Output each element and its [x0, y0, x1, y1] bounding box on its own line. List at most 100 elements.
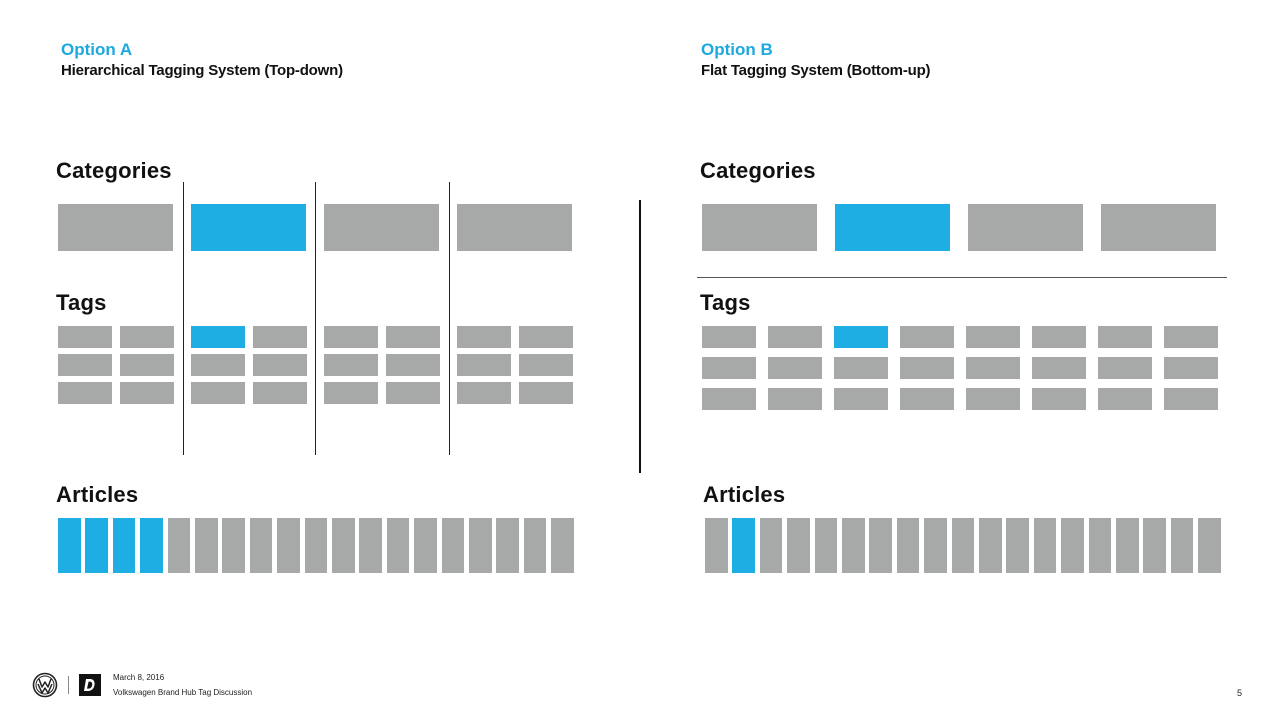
option-b-article-box — [1198, 518, 1221, 573]
option-a-tag-box — [191, 354, 245, 376]
option-a-tag-box — [120, 326, 174, 348]
option-b-tag-box — [966, 326, 1020, 348]
option-b-tag-box — [1098, 388, 1152, 410]
option-a-article-box — [414, 518, 437, 573]
option-b-articles-heading: Articles — [703, 482, 786, 507]
option-a-tag-box — [386, 354, 440, 376]
page-number: 5 — [1237, 688, 1243, 698]
option-b-tags-heading: Tags — [700, 290, 751, 315]
option-b-article-box — [1088, 518, 1112, 573]
option-a-tag-box — [58, 326, 112, 348]
option-b-article-box — [924, 518, 947, 573]
option-a-article-box — [58, 518, 81, 573]
option-b-title: Option B — [701, 40, 773, 59]
option-a-article-box — [277, 518, 300, 573]
option-b-article-box — [869, 518, 892, 573]
option-b-subtitle: Flat Tagging System (Bottom-up) — [701, 62, 931, 79]
option-b-tag-box — [1164, 388, 1218, 410]
option-b-article-box — [1170, 518, 1194, 573]
option-b-article-box — [1006, 518, 1029, 573]
option-a-article-box — [112, 518, 136, 573]
option-a-subtitle: Hierarchical Tagging System (Top-down) — [61, 62, 343, 79]
option-a-tag-box — [253, 326, 307, 348]
option-b-article-box — [732, 518, 755, 573]
option-b-tag-box — [900, 388, 954, 410]
options-divider — [639, 200, 641, 473]
option-b-tag-box — [1098, 357, 1152, 379]
option-b-tag-box — [702, 388, 756, 410]
option-b-tag-box — [966, 357, 1020, 379]
option-a-title: Option A — [61, 40, 133, 59]
option-a-group-divider — [315, 182, 316, 455]
option-b-tag-box — [702, 326, 756, 348]
option-b-tag-box — [900, 357, 954, 379]
option-b-article-box — [1143, 518, 1166, 573]
option-a-article-box — [195, 518, 218, 573]
option-a-categories-heading: Categories — [56, 158, 172, 183]
option-a-tag-box — [386, 326, 440, 348]
option-b-article-box — [759, 518, 783, 573]
option-b-article-box — [951, 518, 975, 573]
option-a-group-divider — [449, 182, 450, 455]
option-b-tag-box — [1032, 388, 1086, 410]
option-a-article-box — [332, 518, 355, 573]
option-b-article-box — [842, 518, 865, 573]
option-b-tag-box — [768, 326, 822, 348]
option-b-tag-box — [702, 357, 756, 379]
option-a-category-box — [324, 204, 439, 251]
footer-divider — [68, 676, 69, 694]
option-a-group-divider — [183, 182, 184, 455]
option-b-diagram — [640, 0, 1280, 640]
option-a-tag-box — [253, 354, 307, 376]
option-a-tag-box — [58, 354, 112, 376]
option-a-tag-box — [120, 354, 174, 376]
option-a-article-box — [222, 518, 245, 573]
option-a-article-box — [85, 518, 108, 573]
option-a-tag-box — [519, 326, 573, 348]
option-b-categories-heading: Categories — [700, 158, 816, 183]
option-a-tag-box — [519, 354, 573, 376]
option-b-tag-box — [1032, 326, 1086, 348]
option-b-category-box — [968, 204, 1083, 251]
option-a-article-box — [551, 518, 574, 573]
option-a-tag-box — [457, 326, 511, 348]
d-logo-icon — [79, 674, 101, 696]
option-b-category-box — [835, 204, 950, 251]
option-b-article-box — [787, 518, 810, 573]
option-a-tag-box — [324, 354, 378, 376]
option-b-tag-box — [1164, 326, 1218, 348]
option-a-tag-box — [120, 382, 174, 404]
option-a-article-box — [167, 518, 191, 573]
option-a-tag-box — [324, 382, 378, 404]
option-b-tag-box — [834, 357, 888, 379]
option-a-article-box — [304, 518, 328, 573]
option-a-tag-box — [191, 326, 245, 348]
footer-date: March 8, 2016 — [113, 673, 165, 682]
option-b-tag-box — [768, 388, 822, 410]
option-a-tag-box — [191, 382, 245, 404]
option-b-tag-box — [1164, 357, 1218, 379]
option-a-article-box — [359, 518, 382, 573]
option-a-tag-box — [457, 354, 511, 376]
option-a-article-box — [523, 518, 547, 573]
option-b-tag-box — [834, 326, 888, 348]
vw-logo-icon — [32, 672, 58, 698]
option-b-tag-box — [834, 388, 888, 410]
option-b-article-box — [896, 518, 920, 573]
option-a-category-box — [457, 204, 572, 251]
option-b-tag-box — [966, 388, 1020, 410]
option-b-tag-box — [768, 357, 822, 379]
option-a-category-box — [191, 204, 306, 251]
option-a-article-box — [249, 518, 273, 573]
footer-document-title: Volkswagen Brand Hub Tag Discussion — [113, 688, 253, 697]
option-b-article-box — [705, 518, 728, 573]
option-b-tag-box — [1032, 357, 1086, 379]
option-a-category-box — [58, 204, 173, 251]
option-a-article-box — [469, 518, 492, 573]
option-a-tag-box — [386, 382, 440, 404]
option-b-tag-box — [1098, 326, 1152, 348]
option-a-article-box — [496, 518, 519, 573]
option-b-category-box — [1101, 204, 1216, 251]
option-a-tag-box — [253, 382, 307, 404]
option-a-article-box — [441, 518, 465, 573]
